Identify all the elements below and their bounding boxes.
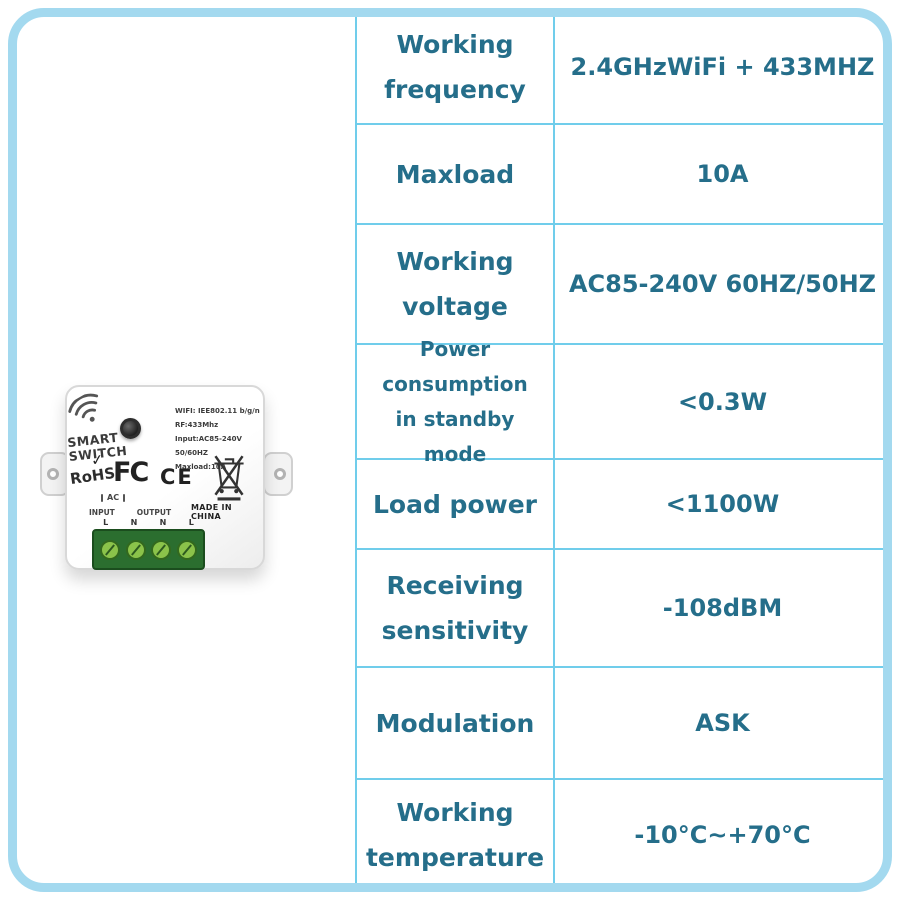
- weee-bin-icon: [208, 451, 250, 505]
- ac-wiring-label: AC: [101, 493, 126, 502]
- device-spec-line: WIFI: IEE802.11 b/g/n: [175, 407, 260, 415]
- mounting-hole-icon: [274, 468, 286, 480]
- terminal-screw-icon: [151, 539, 172, 560]
- spec-value: <0.3W: [677, 387, 768, 416]
- device-button: [120, 418, 141, 439]
- device-spec-line: Maxload:10A: [175, 463, 227, 471]
- ce-logo: CE: [160, 465, 194, 489]
- spec-label: Modulation: [357, 668, 555, 778]
- spec-table: Working frequency 2.4GHzWiFi + 433MHZ Ma…: [355, 10, 890, 890]
- terminal-screw-icon: [177, 539, 198, 560]
- spec-label: Working temperature: [357, 780, 555, 890]
- output-label: OUTPUT: [136, 508, 172, 517]
- input-label: INPUT: [89, 508, 115, 517]
- rohs-logo: RoHS: [68, 463, 117, 489]
- wire-pin-icon: [123, 493, 126, 502]
- mounting-ear-right: [263, 452, 293, 496]
- fcc-logo: FC: [113, 457, 149, 488]
- spec-label: Power consumption in standby mode: [357, 337, 555, 466]
- terminal-letter: L: [103, 518, 109, 527]
- spec-label: Working voltage: [357, 225, 555, 343]
- spec-value: -108dBM: [662, 594, 783, 622]
- device-spec-text: WIFI: IEE802.11 b/g/n RF:433Mhz Input:AC…: [175, 404, 267, 474]
- device-body: WIFI: IEE802.11 b/g/n RF:433Mhz Input:AC…: [65, 385, 265, 570]
- spec-label: Receiving sensitivity: [357, 550, 555, 666]
- table-row: Power consumption in standby mode <0.3W: [357, 337, 890, 466]
- spec-label: Working frequency: [357, 10, 555, 123]
- wire-pin-icon: [101, 493, 103, 502]
- spec-label: Maxload: [357, 125, 555, 223]
- terminal-screw-icon: [125, 539, 146, 560]
- table-row: Working voltage AC85-240V 60HZ/50HZ: [357, 225, 890, 345]
- terminal-letter: N: [159, 518, 167, 527]
- table-row: Working frequency 2.4GHzWiFi + 433MHZ: [357, 10, 890, 125]
- wifi-icon: [65, 389, 111, 435]
- terminal-letter: N: [130, 518, 138, 527]
- table-row: Modulation ASK: [357, 668, 890, 780]
- spec-value: AC85-240V 60HZ/50HZ: [568, 270, 877, 298]
- terminal-screw-icon: [99, 539, 120, 560]
- spec-value: <1100W: [665, 490, 780, 518]
- device-spec-line: Input:AC85-240V 50/60HZ: [175, 435, 242, 457]
- smart-switch-device: WIFI: IEE802.11 b/g/n RF:433Mhz Input:AC…: [38, 375, 298, 585]
- device-spec-line: RF:433Mhz: [175, 421, 219, 429]
- table-row: Maxload 10A: [357, 125, 890, 225]
- io-labels: INPUT OUTPUT: [89, 508, 209, 517]
- table-row: Load power <1100W: [357, 460, 890, 550]
- table-row: Working temperature -10°C~+70°C: [357, 780, 890, 890]
- terminal-letter: L: [188, 518, 194, 527]
- made-in-label: MADE IN CHINA: [191, 503, 232, 521]
- terminal-block: [92, 529, 205, 570]
- content-area: WIFI: IEE802.11 b/g/n RF:433Mhz Input:AC…: [10, 10, 890, 890]
- ac-label: AC: [107, 493, 120, 502]
- spec-value: 10A: [696, 160, 749, 188]
- spec-value: 2.4GHzWiFi + 433MHZ: [570, 52, 875, 81]
- terminal-letters: L N N L: [92, 518, 205, 527]
- spec-value: -10°C~+70°C: [634, 821, 811, 849]
- spec-value: ASK: [695, 709, 750, 737]
- mounting-hole-icon: [47, 468, 59, 480]
- table-row: Receiving sensitivity -108dBM: [357, 550, 890, 668]
- spec-label: Load power: [357, 460, 555, 548]
